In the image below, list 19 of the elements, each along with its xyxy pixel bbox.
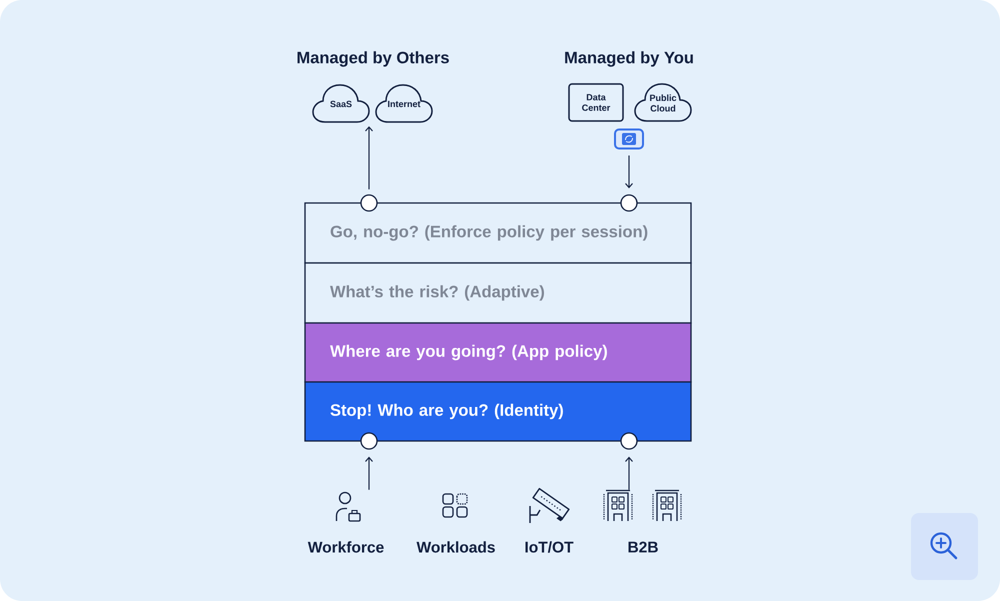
layer-band: Go, no-go? (Enforce policy per session) bbox=[304, 202, 692, 264]
port-circle bbox=[360, 432, 378, 450]
rounded-box: Data Center bbox=[568, 83, 624, 122]
icon-caption: B2B bbox=[628, 542, 658, 552]
layer-band: Where are you going? (App policy) bbox=[304, 322, 692, 383]
arrow bbox=[625, 156, 633, 188]
port-circle bbox=[620, 194, 638, 212]
icon-caption: Workforce bbox=[308, 541, 384, 553]
layer-band: Stop! Who are you? (Identity) bbox=[304, 381, 692, 442]
group-heading: Managed by Others bbox=[298, 51, 449, 67]
icon-caption: IoT/OT bbox=[526, 541, 574, 553]
port-circle bbox=[360, 194, 378, 212]
layer-band: What’s the risk? (Adaptive) bbox=[304, 262, 692, 324]
arrow bbox=[365, 126, 373, 190]
arrow bbox=[365, 456, 373, 490]
arrow bbox=[625, 456, 633, 490]
icon-caption: Workloads bbox=[416, 541, 495, 553]
group-heading: Managed by You bbox=[565, 51, 693, 67]
port-circle bbox=[620, 432, 638, 450]
